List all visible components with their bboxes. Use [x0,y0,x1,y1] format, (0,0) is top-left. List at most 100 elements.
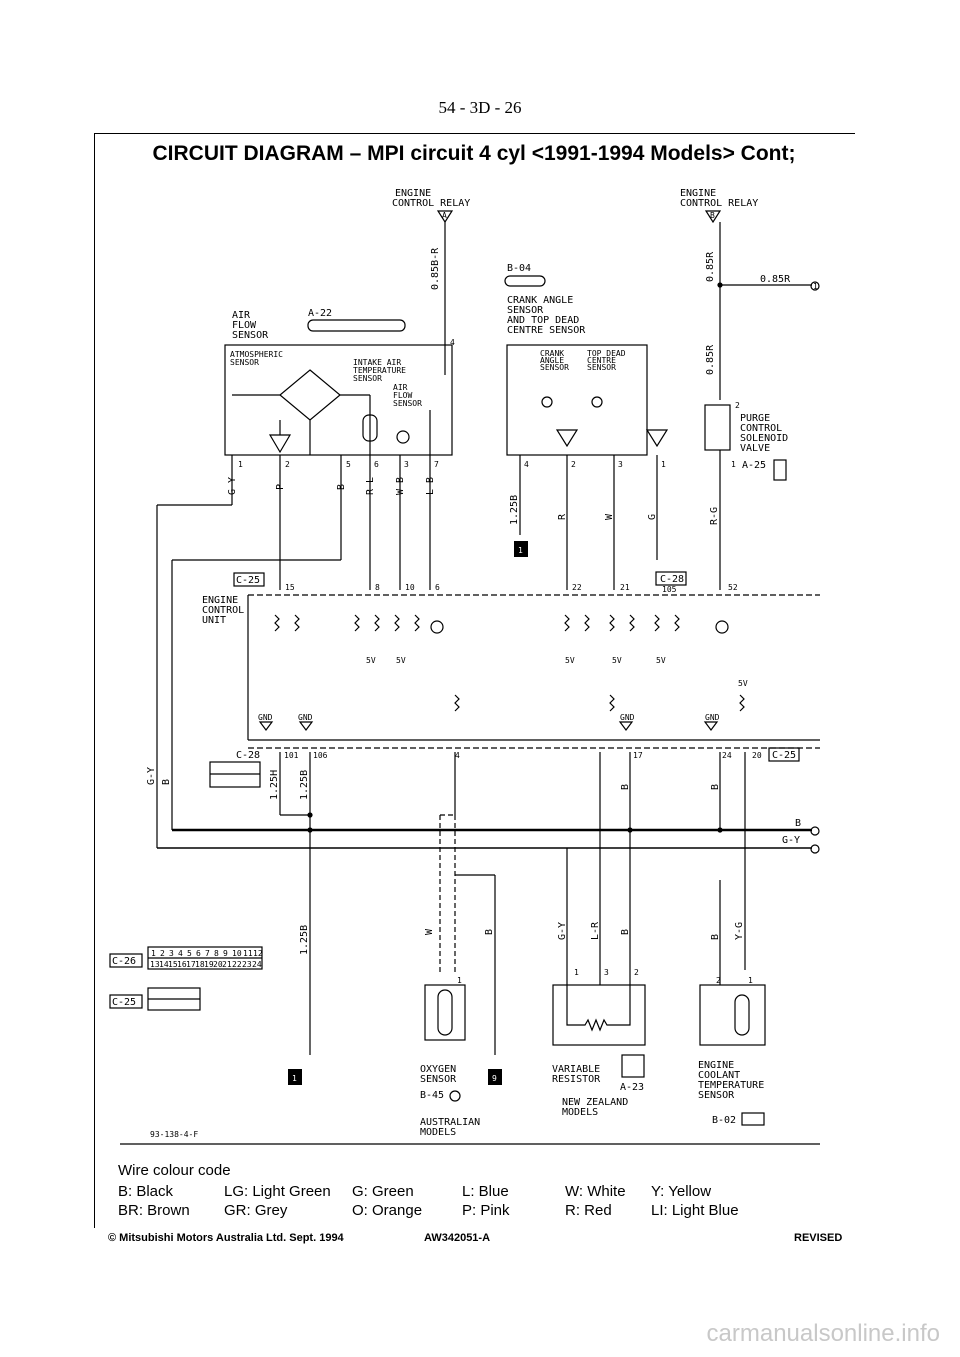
svg-text:AUSTRALIAN: AUSTRALIAN [420,1117,480,1128]
svg-text:G-Y: G-Y [557,922,568,940]
svg-text:1.25B: 1.25B [299,770,310,800]
svg-text:1.25B: 1.25B [299,925,310,955]
svg-text:1: 1 [748,976,753,985]
crank-connector-shape [504,275,546,287]
svg-text:C-25: C-25 [772,750,796,761]
footer-copyright: © Mitsubishi Motors Australia Ltd. Sept.… [108,1232,344,1244]
svg-text:B: B [336,484,347,490]
svg-text:17: 17 [633,751,643,760]
svg-text:NEW ZEALAND: NEW ZEALAND [562,1097,628,1108]
svg-text:15: 15 [285,583,295,592]
svg-text:1: 1 [731,460,736,469]
svg-text:L-R: L-R [590,921,601,940]
svg-text:Y-G: Y-G [734,922,745,940]
wire-085r-h: 0.85R [760,274,791,285]
svg-text:2: 2 [716,976,721,985]
ecr-right-label-1: ENGINE [680,188,716,199]
svg-text:22: 22 [572,583,582,592]
svg-text:COOLANT: COOLANT [698,1070,740,1081]
svg-text:SENSOR: SENSOR [420,1074,457,1085]
afs-bridge [279,369,341,421]
svg-text:21: 21 [620,583,630,592]
svg-text:6: 6 [435,583,440,592]
coolant-sensor-body [699,984,766,1046]
svg-text:ATMOSPHERIC: ATMOSPHERIC [230,350,283,359]
svg-text:C-25: C-25 [112,997,136,1008]
svg-text:9: 9 [223,949,228,958]
svg-text:11: 11 [243,949,253,958]
svg-text:1: 1 [238,460,243,469]
svg-text:B: B [620,929,631,935]
svg-text:TEMPERATURE: TEMPERATURE [698,1080,764,1091]
ground-point-9 [488,1069,502,1085]
pin-4: 4 [450,338,455,347]
svg-text:9: 9 [492,1074,497,1083]
svg-text:B: B [620,784,631,790]
svg-text:SENSOR: SENSOR [507,305,544,316]
svg-text:14: 14 [159,960,169,969]
svg-text:CONTROL: CONTROL [202,605,244,616]
ecu-internals [258,614,745,731]
svg-text:5V: 5V [612,656,622,665]
svg-text:18: 18 [195,960,205,969]
svg-text:G-Y: G-Y [146,767,157,785]
svg-text:GND: GND [298,713,313,722]
crank-box [506,344,648,456]
svg-text:C-25: C-25 [236,575,260,586]
svg-text:PURGE: PURGE [740,413,770,424]
svg-text:13: 13 [150,960,160,969]
svg-text:CRANK: CRANK [540,349,564,358]
svg-text:4: 4 [178,949,183,958]
pin-b: B [710,211,715,220]
svg-text:3: 3 [604,968,609,977]
wire-085r-low: 0.85R [705,344,716,375]
svg-text:10: 10 [405,583,415,592]
svg-text:1.25H: 1.25H [269,770,280,800]
svg-text:GND: GND [705,713,720,722]
svg-text:8: 8 [375,583,380,592]
svg-text:24: 24 [722,751,732,760]
svg-text:20: 20 [213,960,223,969]
svg-text:16: 16 [177,960,187,969]
svg-text:2: 2 [571,460,576,469]
svg-text:105: 105 [662,585,677,594]
svg-text:P: P [275,484,286,490]
svg-text:ENGINE: ENGINE [202,595,238,606]
svg-text:G: G [647,514,658,520]
svg-text:4: 4 [455,751,460,760]
afs-box [224,344,453,456]
svg-text:W: W [424,928,435,935]
svg-text:UNIT: UNIT [202,615,226,626]
svg-text:52: 52 [728,583,738,592]
svg-text:21: 21 [222,960,232,969]
svg-text:5V: 5V [656,656,666,665]
svg-text:6: 6 [374,460,379,469]
svg-text:B-02: B-02 [712,1115,736,1126]
wire-colour-title: Wire colour code [118,1162,231,1179]
svg-text:5V: 5V [396,656,406,665]
svg-text:7: 7 [205,949,210,958]
afs-diode [268,434,292,454]
svg-text:B: B [795,818,801,829]
ground-point-1 [514,541,528,557]
svg-text:R-G: R-G [709,507,720,525]
svg-text:A-25: A-25 [742,460,766,471]
svg-text:1: 1 [292,1074,297,1083]
pin-a-marker [436,210,454,224]
svg-text:B: B [484,929,495,935]
svg-text:C-28: C-28 [660,574,684,585]
variable-resistor-body [552,984,646,1046]
svg-text:7: 7 [434,460,439,469]
svg-text:3: 3 [404,460,409,469]
ecr-left-label-2: CONTROL RELAY [392,198,470,209]
svg-text:22: 22 [232,960,242,969]
svg-text:SENSOR: SENSOR [393,399,422,408]
afs-label-3: SENSOR [232,330,269,341]
c26-pin-grid: 1 2 3 4 5 6 7 8 9 10 11 12 13 14 15 16 1… [147,946,263,970]
svg-text:RESISTOR: RESISTOR [552,1074,601,1085]
svg-text:R: R [557,513,568,520]
